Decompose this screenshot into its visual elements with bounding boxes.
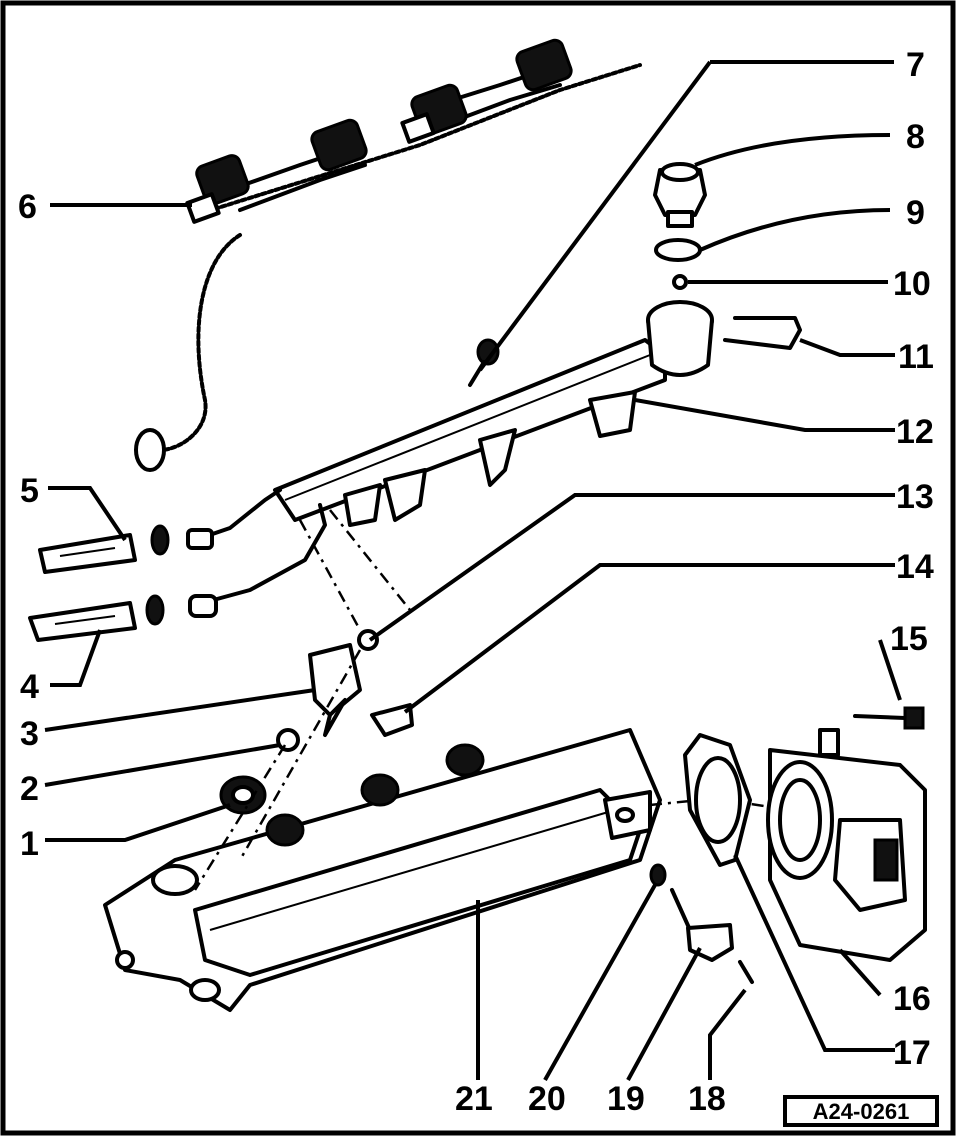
reference-code-box: A24-0261: [783, 1095, 939, 1127]
callout-2: 2: [20, 770, 39, 808]
callout-6: 6: [18, 188, 37, 226]
sensor-assembly: [649, 863, 754, 984]
callout-12: 12: [896, 413, 934, 451]
callout-21: 21: [455, 1080, 493, 1118]
intake-manifold: [103, 728, 662, 1012]
callout-10: 10: [893, 265, 931, 303]
grommet: [219, 775, 267, 815]
callout-13: 13: [896, 478, 934, 516]
callout-20: 20: [528, 1080, 566, 1118]
callout-8: 8: [906, 118, 925, 156]
callout-17: 17: [893, 1034, 931, 1072]
throttle-gasket: [683, 733, 752, 867]
throttle-body: [766, 728, 927, 962]
callout-1: 1: [20, 825, 39, 863]
callout-14: 14: [896, 548, 934, 586]
callout-5: 5: [20, 472, 39, 510]
callout-18: 18: [688, 1080, 726, 1118]
lower-hose: [28, 503, 327, 642]
throttle-bolt: [853, 706, 925, 730]
callout-16: 16: [893, 980, 931, 1018]
callout-7: 7: [906, 46, 925, 84]
leader-lines: [44, 60, 902, 1081]
callout-19: 19: [607, 1080, 645, 1118]
wiring-harness: [134, 38, 642, 472]
pressure-regulator-parts: [653, 162, 707, 290]
bracket: [370, 703, 414, 737]
callout-9: 9: [906, 194, 925, 232]
callout-4: 4: [20, 668, 39, 706]
fuel-rail: [273, 300, 714, 527]
callout-labels: 1 2 3 4 5 6 7 8 9 10 11 12 13 14 15 16 1…: [18, 46, 934, 1118]
fuel-injector: [276, 629, 379, 752]
reference-code: A24-0261: [813, 1099, 910, 1124]
callout-3: 3: [20, 715, 39, 753]
upper-hose: [38, 488, 282, 574]
callout-11: 11: [898, 338, 934, 376]
callout-15: 15: [890, 620, 928, 658]
retaining-clip: [723, 316, 802, 350]
